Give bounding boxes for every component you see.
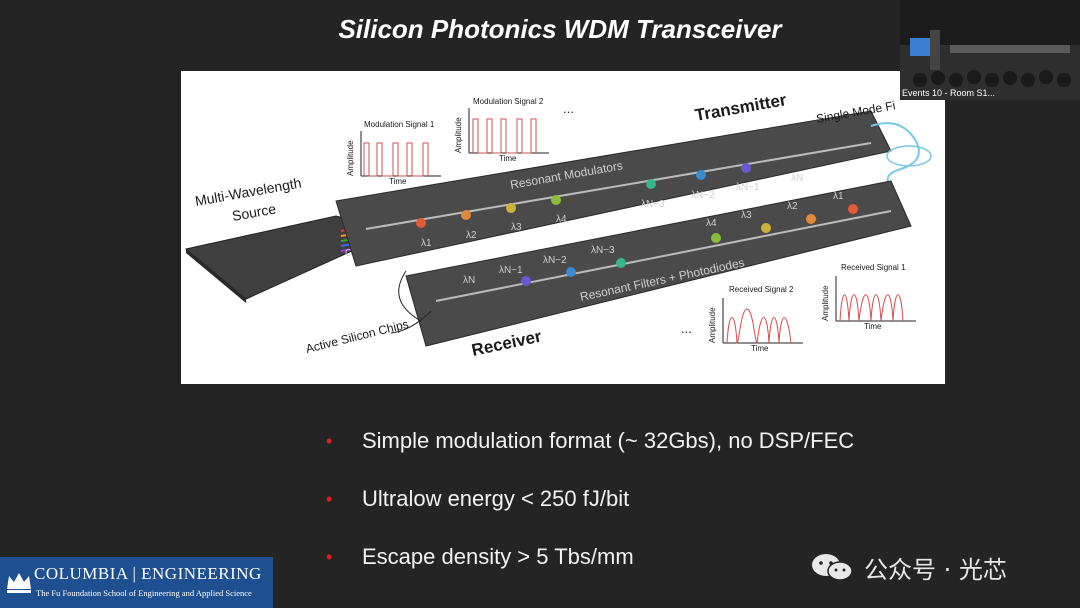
svg-text:λN: λN: [791, 173, 803, 184]
source-chip-edge: [186, 249, 246, 303]
plot-rx-1-title: Received Signal 1: [841, 263, 906, 272]
plot-mod-1-xlabel: Time: [389, 177, 407, 186]
plot-rx-2: [722, 298, 803, 344]
logo-main-text: COLUMBIA | ENGINEERING: [34, 564, 262, 583]
svg-text:λ4: λ4: [556, 214, 567, 225]
tx-waveguide: [365, 142, 872, 230]
transceiver-figure: Multi-Wavelength Source Comb Transmitter…: [181, 71, 945, 384]
bullet-dot-icon: •: [326, 431, 333, 451]
chips-label: Active Silicon Chips: [304, 317, 410, 356]
plot-mod-2-title: Modulation Signal 2: [473, 97, 544, 106]
fiber-line: [870, 122, 920, 187]
svg-text:λN−3: λN−3: [591, 245, 615, 256]
wechat-icon: [812, 554, 853, 581]
svg-text:λN−2: λN−2: [543, 255, 567, 266]
bullet-text: Ultralow energy < 250 fJ/bit: [362, 486, 630, 511]
chips-arrow-1: [398, 270, 422, 322]
plot-mod-1-title: Modulation Signal 1: [364, 120, 435, 129]
svg-text:λ4: λ4: [706, 218, 717, 229]
video-room-label: Events 10 - Room S1...: [902, 88, 996, 98]
bullet-dot-icon: •: [326, 547, 333, 567]
transceiver-diagram: Multi-Wavelength Source Comb Transmitter…: [184, 90, 932, 360]
plot-mod-2-ylabel: Amplitude: [454, 117, 463, 153]
svg-text:λ1: λ1: [421, 238, 432, 249]
bullet-item: • Simple modulation format (~ 32Gbs), no…: [326, 426, 946, 484]
svg-text:λN−2: λN−2: [691, 190, 715, 201]
slide-title: Silicon Photonics WDM Transceiver: [338, 14, 782, 44]
svg-text:λ3: λ3: [511, 222, 522, 233]
video-scene: [900, 0, 1080, 100]
plot-mod-1-ylabel: Amplitude: [346, 140, 355, 176]
source-label-1: Multi-Wavelength: [194, 175, 303, 209]
chips-arrow-2: [390, 310, 432, 334]
rx-lambda-labels-left: λN λN−1 λN−2 λN−3: [463, 245, 615, 286]
plot-rx-1-ylabel: Amplitude: [821, 285, 830, 321]
tx-lambda-labels: λ1 λ2 λ3 λ4 λN−3 λN−2 λN−1 λN: [421, 173, 803, 249]
bullet-dot-icon: •: [326, 489, 333, 509]
plot-rx-2-xlabel: Time: [751, 344, 769, 353]
plot-rx-2-title: Received Signal 2: [729, 285, 794, 294]
tx-ellipsis: ...: [563, 101, 574, 116]
plot-mod-2-xlabel: Time: [499, 154, 517, 163]
svg-text:λN−3: λN−3: [641, 199, 665, 210]
columbia-engineering-logo: COLUMBIA | ENGINEERING The Fu Foundation…: [0, 557, 273, 608]
tx-modulators: [416, 163, 751, 228]
bullet-text: Escape density > 5 Tbs/mm: [362, 544, 634, 569]
plot-mod-1: [360, 131, 441, 177]
svg-text:λN: λN: [463, 275, 475, 286]
plot-mod-2: [468, 108, 549, 154]
svg-text:λ2: λ2: [787, 201, 798, 212]
watermark-text: 公众号 · 光芯: [864, 556, 1007, 584]
source-label-2: Source: [231, 200, 278, 223]
svg-text:λ1: λ1: [833, 191, 844, 202]
rx-waveguide: [435, 210, 892, 302]
bullet-text: Simple modulation format (~ 32Gbs), no D…: [362, 428, 855, 453]
rx-lambda-labels-top: λ4 λ3 λ2 λ1: [706, 191, 844, 229]
svg-text:λ2: λ2: [466, 230, 477, 241]
logo-sub-text: The Fu Foundation School of Engineering …: [36, 588, 252, 598]
rx-filters: [521, 204, 858, 286]
plot-rx-1-xlabel: Time: [864, 322, 882, 331]
bullet-item: • Ultralow energy < 250 fJ/bit: [326, 484, 946, 542]
crown-icon: [7, 573, 31, 593]
speaker-video-thumbnail[interactable]: Events 10 - Room S1...: [900, 0, 1080, 100]
svg-text:λN−1: λN−1: [499, 265, 523, 276]
svg-text:λN−1: λN−1: [736, 182, 760, 193]
rx-ellipsis: ...: [681, 321, 692, 336]
svg-text:λ3: λ3: [741, 210, 752, 221]
bullet-item: • Escape density > 5 Tbs/mm: [326, 542, 946, 600]
plot-rx-2-ylabel: Amplitude: [708, 307, 717, 343]
receiver-chip: [405, 180, 912, 347]
plot-rx-1: [835, 276, 916, 322]
transmitter-label: Transmitter: [693, 90, 788, 125]
fiber-coil: [886, 145, 932, 167]
bullet-list: • Simple modulation format (~ 32Gbs), no…: [326, 426, 946, 600]
